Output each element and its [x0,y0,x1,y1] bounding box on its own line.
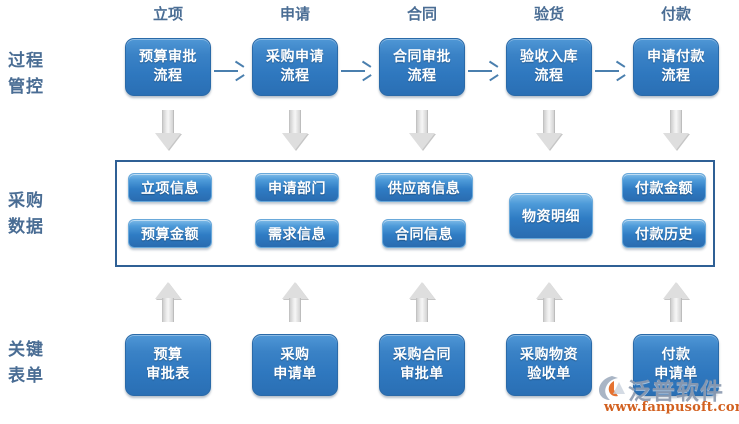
form-box-purchase-contract-approval-sheet[interactable]: 采购合同 审批单 [379,334,465,396]
data-pill-lixiang-xinxi[interactable]: 立项信息 [128,173,212,202]
column-header-shenqing: 申请 [279,5,310,23]
row-label-process-control: 过程 管控 [8,48,104,100]
data-pill-fukuan-lishi[interactable]: 付款历史 [622,219,706,248]
data-pill-shenqing-bumen[interactable]: 申请部门 [255,173,339,202]
data-pill-gongyingshang-xinxi[interactable]: 供应商信息 [375,173,473,202]
watermark-url: www.fanpusoft.com [604,400,739,415]
form-box-line1: 采购 [280,347,310,363]
column-header-fukuan: 付款 [660,5,691,23]
form-box-material-acceptance-sheet[interactable]: 采购物资 验收单 [506,334,592,396]
process-box-line2: 流程 [534,68,564,84]
form-box-payment-request-sheet[interactable]: 付款 申请单 [633,334,719,396]
process-box-line2: 流程 [153,68,183,84]
process-box-line2: 流程 [661,68,691,84]
process-box-line1: 验收入库 [520,49,578,65]
form-box-budget-approval-sheet[interactable]: 预算 审批表 [125,334,211,396]
form-box-line2: 申请单 [654,366,698,382]
process-box-line1: 采购申请 [266,49,324,65]
row-label-line2: 管控 [8,77,44,97]
arrow-up-icon-4 [536,282,562,322]
arrow-down-icon-2 [282,110,308,150]
process-box-line1: 预算审批 [139,49,197,65]
column-header-lixiang: 立项 [152,5,183,23]
form-box-line1: 预算 [153,347,183,363]
arrow-up-icon-2 [282,282,308,322]
process-box-contract-approval[interactable]: 合同审批 流程 [379,38,465,96]
data-pill-xuqiu-xinxi[interactable]: 需求信息 [255,219,339,248]
arrow-up-icon-1 [155,282,181,322]
form-box-line1: 付款 [661,347,691,363]
process-box-acceptance-storage[interactable]: 验收入库 流程 [506,38,592,96]
form-box-purchase-request-sheet[interactable]: 采购 申请单 [252,334,338,396]
connector-arrow-3 [468,60,499,81]
column-header-yanhuo: 验货 [533,5,564,23]
procurement-data-panel: 立项信息 预算金额 申请部门 需求信息 供应商信息 合同信息 物资明细 付款金额… [115,160,715,267]
row-label-procurement-data: 采购 数据 [8,188,104,240]
process-box-line2: 流程 [407,68,437,84]
data-pill-wuzi-mingxi[interactable]: 物资明细 [509,193,593,239]
process-box-line1: 合同审批 [393,49,451,65]
form-box-line2: 审批表 [146,366,190,382]
connector-arrow-4 [595,60,626,81]
arrow-down-icon-1 [155,110,181,150]
data-pill-yusuan-jine[interactable]: 预算金额 [128,219,212,248]
form-box-line2: 验收单 [527,366,571,382]
row-label-key-forms: 关键 表单 [8,337,104,389]
process-box-payment-request[interactable]: 申请付款 流程 [633,38,719,96]
data-pill-hetong-xinxi[interactable]: 合同信息 [382,219,466,248]
form-box-line2: 申请单 [273,366,317,382]
arrow-up-icon-5 [663,282,689,322]
process-box-line2: 流程 [280,68,310,84]
form-box-line1: 采购物资 [520,347,578,363]
arrow-down-icon-5 [663,110,689,150]
connector-arrow-1 [214,60,245,81]
arrow-down-icon-3 [409,110,435,150]
row-label-line1: 关键 [8,340,44,360]
arrow-down-icon-4 [536,110,562,150]
arrow-up-icon-3 [409,282,435,322]
row-label-line1: 过程 [8,51,44,71]
data-pill-fukuan-jine[interactable]: 付款金额 [622,173,706,202]
row-label-line2: 数据 [8,217,44,237]
form-box-line1: 采购合同 [393,347,451,363]
row-label-line1: 采购 [8,191,44,211]
form-box-line2: 审批单 [400,366,444,382]
column-header-hetong: 合同 [406,5,437,23]
process-box-budget-approval[interactable]: 预算审批 流程 [125,38,211,96]
process-box-purchase-request[interactable]: 采购申请 流程 [252,38,338,96]
fanpu-logo-icon [599,376,625,400]
connector-arrow-2 [341,60,372,81]
row-label-line2: 表单 [8,366,44,386]
process-box-line1: 申请付款 [647,49,705,65]
